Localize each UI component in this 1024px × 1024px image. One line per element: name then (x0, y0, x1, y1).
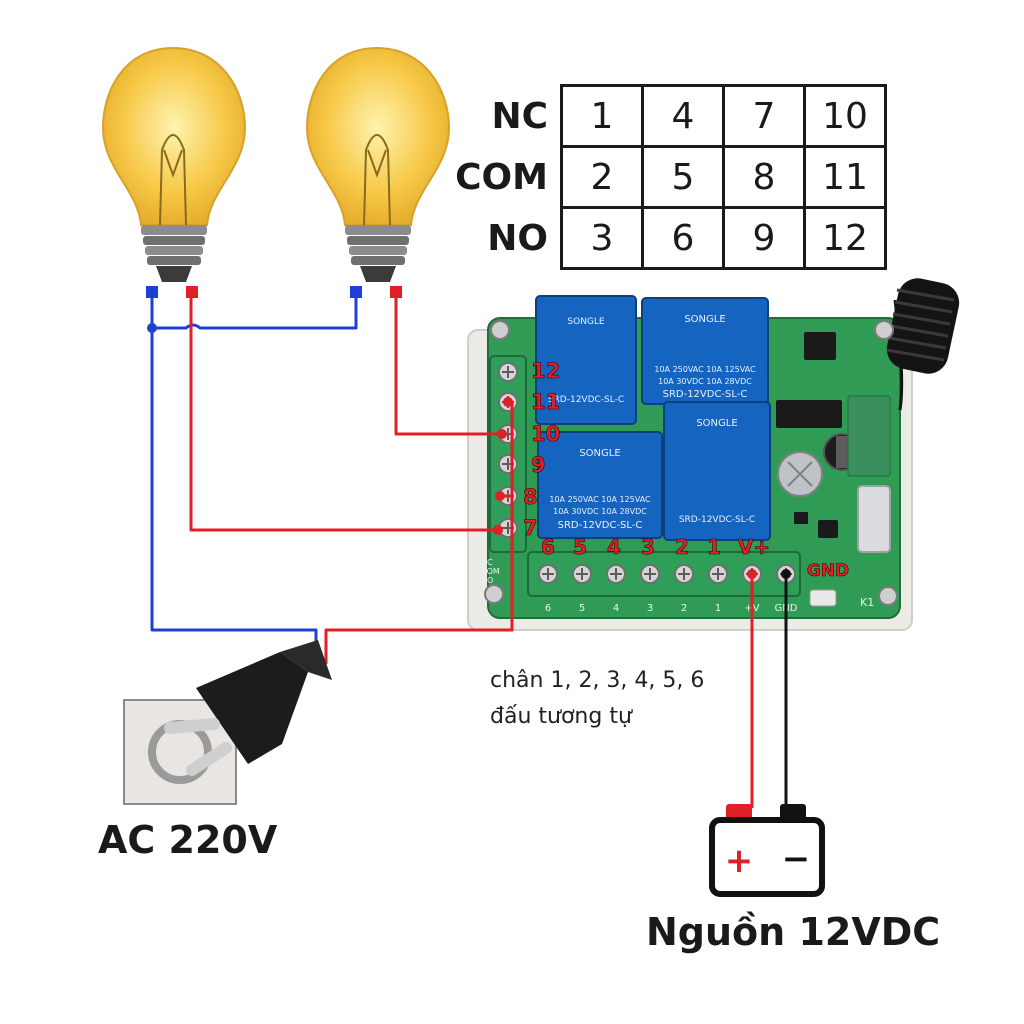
silk-nc: NC (481, 558, 493, 567)
pin-row-label: NC (491, 95, 548, 137)
relay-3-rating-ac: 10A 250VAC 10A 125VAC (549, 495, 651, 504)
pin-cell: 9 (722, 206, 806, 270)
pin-cell: 8 (722, 145, 806, 209)
dc-caption: Nguồn 12VDC (646, 910, 941, 954)
pin-cell: 12 (803, 206, 887, 270)
pin-row-label: NO (487, 217, 548, 259)
terminal-label-vplus: V+ (738, 535, 770, 559)
ac-caption: AC 220V (98, 818, 278, 862)
pin-cell: 7 (722, 84, 806, 148)
relay-2: SONGLE 10A 250VAC 10A 125VAC 10A 30VDC 1… (641, 297, 769, 405)
relay-1: SONGLE SRD-12VDC-SL-C (535, 295, 637, 425)
note-line-1: chân 1, 2, 3, 4, 5, 6 (490, 668, 705, 693)
silk-3: 3 (647, 603, 653, 614)
battery-plus: + (725, 841, 754, 881)
terminal-label-7: 7 (523, 516, 538, 540)
wire-neutral-left-bulb (150, 298, 318, 664)
terminal-label-9: 9 (531, 453, 546, 477)
wire-live-left-bulb (189, 298, 498, 532)
silk-k1: K1 (860, 596, 874, 609)
terminal-label-1: 1 (707, 535, 721, 559)
relay-3-brand: SONGLE (579, 448, 620, 459)
relay-2-rating-ac: 10A 250VAC 10A 125VAC (654, 365, 756, 374)
relay-2-model: SRD-12VDC-SL-C (663, 389, 748, 400)
silk-4: 4 (613, 603, 619, 614)
side-terminal-labels: 12 11 10 9 8 7 (523, 359, 561, 541)
pin-row-no: NO 3 6 9 12 (450, 206, 887, 270)
relay-board: SONGLE SRD-12VDC-SL-C SONGLE 10A 250VAC … (467, 278, 960, 631)
relay-3-rating-dc: 10A 30VDC 10A 28VDC (553, 507, 647, 516)
pin-row-nc: NC 1 4 7 10 (450, 84, 887, 148)
relay-3-model: SRD-12VDC-SL-C (558, 520, 643, 531)
terminal-label-12: 12 (531, 359, 560, 383)
silk-6: 6 (545, 603, 551, 614)
pin-cell: 2 (560, 145, 644, 209)
silk-1: 1 (715, 603, 721, 614)
terminal-label-gnd: GND (807, 561, 849, 581)
pin-cell: 6 (641, 206, 725, 270)
pin-cell: 4 (641, 84, 725, 148)
pin-cell: 3 (560, 206, 644, 270)
silk-5: 5 (579, 603, 585, 614)
relay-2-brand: SONGLE (684, 314, 725, 325)
pin-row-label: COM (455, 156, 548, 198)
pin-row-com: COM 2 5 8 11 (450, 145, 887, 209)
relay-2-rating-dc: 10A 30VDC 10A 28VDC (658, 377, 752, 386)
relay-4-brand: SONGLE (696, 418, 737, 429)
silk-2: 2 (681, 603, 687, 614)
terminal-label-4: 4 (607, 535, 621, 559)
terminal-label-2: 2 (675, 535, 689, 559)
relay-4-model: SRD-12VDC-SL-C (679, 515, 755, 525)
note-line-2: đấu tương tự (490, 704, 632, 729)
bottom-terminal-labels: 6 5 4 3 2 1 V+ GND (541, 535, 850, 582)
terminal-label-8: 8 (523, 485, 538, 509)
pin-cell: 11 (803, 145, 887, 209)
relay-3: SONGLE 10A 250VAC 10A 125VAC 10A 30VDC 1… (537, 431, 663, 539)
bulb-right (305, 46, 451, 282)
mini-pin-legend: NC COM NO (481, 558, 500, 585)
terminal-label-5: 5 (573, 535, 587, 559)
bulb-left (101, 46, 247, 282)
power-plug-icon (164, 640, 332, 776)
silk-com: COM (481, 567, 500, 576)
wire-neutral-bridge (152, 298, 358, 330)
terminal-label-6: 6 (541, 535, 555, 559)
terminal-label-10: 10 (531, 422, 560, 446)
antenna-coil (886, 278, 960, 411)
silk-no: NO (481, 576, 493, 585)
wire-live-right-bulb (394, 298, 502, 436)
battery-icon: + − (709, 804, 825, 897)
pin-cell: 5 (641, 145, 725, 209)
relay-1-model: SRD-12VDC-SL-C (548, 395, 624, 405)
relay-4: SONGLE SRD-12VDC-SL-C (663, 401, 771, 541)
pin-cell: 1 (560, 84, 644, 148)
terminal-label-11: 11 (531, 390, 560, 414)
relay-1-brand: SONGLE (567, 317, 605, 327)
terminal-label-3: 3 (641, 535, 655, 559)
pin-mapping-table: NC 1 4 7 10 COM 2 5 8 11 NO 3 6 9 12 (450, 84, 887, 270)
wire-live-supply (324, 494, 514, 664)
battery-minus: − (782, 839, 811, 879)
pin-cell: 10 (803, 84, 887, 148)
